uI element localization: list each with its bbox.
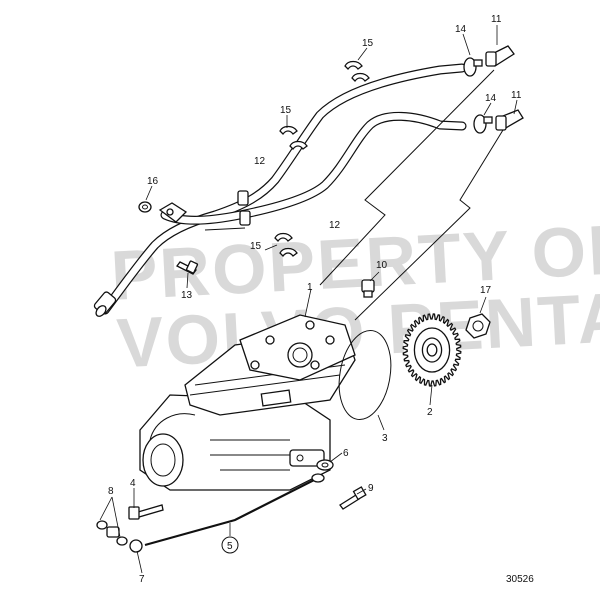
- callout-1: 1: [307, 282, 313, 293]
- washer-8: [96, 520, 128, 546]
- pipe-bracket: [204, 190, 251, 231]
- screw-9: [339, 486, 367, 510]
- upper-pipe: [100, 63, 467, 315]
- callout-labels: 1 2 3 4 5 6 7 8 9 10 11 11 12 12 13 14 1…: [108, 14, 522, 585]
- pipe-end-fitting: [93, 291, 117, 317]
- callout-4: 4: [130, 478, 136, 489]
- callout-7: 7: [139, 574, 145, 585]
- callout-3: 3: [382, 433, 388, 444]
- callout-12-right: 12: [329, 220, 341, 231]
- callout-14-lower: 14: [485, 93, 497, 104]
- callout-6: 6: [343, 448, 349, 459]
- banjo-fitting-7: [106, 526, 143, 553]
- callout-5: 5: [227, 541, 233, 552]
- leader-lines: [99, 25, 518, 574]
- pipe-5: [144, 473, 325, 547]
- drawing-number: 30526: [506, 574, 534, 585]
- callout-17: 17: [480, 285, 492, 296]
- callout-10: 10: [376, 260, 388, 271]
- callout-14-upper: 14: [455, 24, 467, 35]
- fitting-6: [316, 459, 334, 471]
- hose-clamp-14-upper: [463, 57, 483, 77]
- nut-17: [465, 313, 491, 339]
- hose-clamp-14-lower: [473, 114, 493, 134]
- plug-10: [361, 279, 375, 298]
- pipe-flange: [158, 202, 188, 223]
- callout-2: 2: [427, 407, 433, 418]
- screw-13: [176, 260, 199, 275]
- callout-15-top: 15: [362, 38, 374, 49]
- sealing-washer-16: [138, 201, 152, 213]
- callout-9: 9: [368, 483, 374, 494]
- routing-lines: [319, 69, 504, 321]
- gear-2: [402, 313, 462, 387]
- callout-15-middle: 15: [280, 105, 292, 116]
- callout-8: 8: [108, 486, 114, 497]
- callout-5-circle: [221, 536, 239, 554]
- gear-bore: [426, 343, 438, 357]
- compressor-assembly: [139, 314, 356, 491]
- callout-11-upper: 11: [491, 14, 502, 25]
- connector-11-lower: [495, 109, 524, 131]
- callout-16: 16: [147, 176, 159, 187]
- o-ring-3: [338, 329, 392, 421]
- clip-15-middle: [279, 125, 308, 150]
- callout-15-bottom: 15: [250, 241, 262, 252]
- callout-13: 13: [181, 290, 193, 301]
- callout-11-lower: 11: [511, 90, 522, 101]
- clip-15-bottom: [274, 232, 298, 257]
- callout-12-left: 12: [254, 156, 266, 167]
- clip-15-top: [344, 60, 370, 82]
- lower-pipe: [160, 111, 467, 225]
- connector-11-upper: [485, 45, 515, 67]
